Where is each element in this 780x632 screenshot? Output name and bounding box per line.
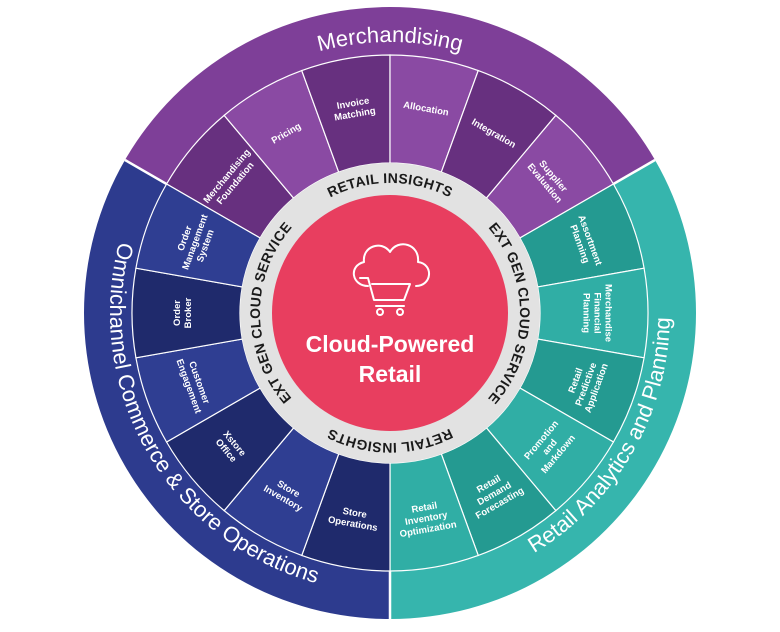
segment-text: OrderManagementSystem <box>170 208 221 275</box>
center-title-line2: Retail <box>359 361 422 387</box>
cloud-cart-icon <box>353 243 430 316</box>
sector-band-omnichannel <box>83 160 390 619</box>
sector-band-analytics <box>390 160 696 619</box>
segment-text: RetailPredictiveApplication <box>562 354 611 414</box>
segment-label-omnichannel-5: OrderBroker <box>172 297 194 328</box>
segment-text: MerchandiseFinancialPlanning <box>581 284 614 342</box>
segment-text: OrderBroker <box>172 297 194 328</box>
segment-ring: MerchandisingFoundationPricingInvoiceMat… <box>131 54 649 572</box>
center-title: Cloud-Powered Retail <box>306 331 475 387</box>
segment-label-analytics-2: MerchandiseFinancialPlanning <box>581 284 614 342</box>
center-disc <box>272 195 508 431</box>
segment-label-omnichannel-6: OrderManagementSystem <box>170 208 221 275</box>
segment-label-analytics-3: RetailPredictiveApplication <box>562 354 611 414</box>
center-title-line1: Cloud-Powered <box>306 331 475 357</box>
sector-band-merchandising <box>124 6 656 185</box>
